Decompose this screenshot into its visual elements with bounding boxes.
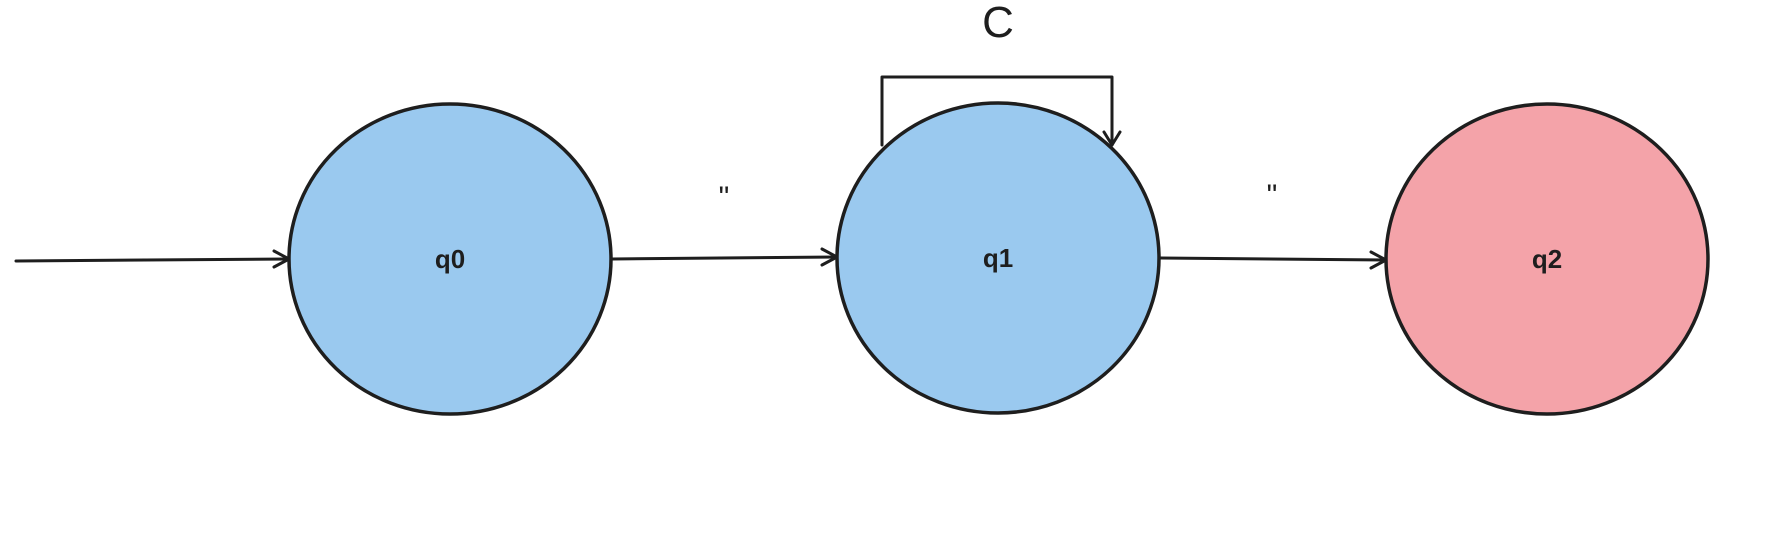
self-loop-arrowhead — [1102, 130, 1122, 147]
transition-q1-q2-line — [1158, 256, 1388, 262]
transition-q0-q1-label: " — [719, 181, 730, 214]
transition-q0-q1: " — [610, 181, 839, 267]
transition-q1-self-loop: C — [880, 0, 1122, 147]
self-loop-line — [880, 75, 1114, 147]
self-loop-label: C — [982, 0, 1014, 47]
state-q1: q1 — [835, 101, 1161, 415]
state-q1-label: q1 — [983, 243, 1013, 273]
transition-q1-q2: " — [1158, 179, 1388, 270]
state-q0-circle — [287, 102, 613, 416]
state-q1-circle — [835, 101, 1161, 415]
transition-q1-q2-label: " — [1267, 179, 1278, 212]
state-q2: q2 — [1384, 102, 1710, 416]
start-transition — [14, 249, 291, 269]
state-q2-circle — [1384, 102, 1710, 416]
state-q2-label: q2 — [1532, 244, 1562, 274]
start-arrow-line — [14, 257, 291, 263]
state-q0: q0 — [287, 102, 613, 416]
transition-q0-q1-line — [610, 255, 839, 261]
state-q0-label: q0 — [435, 244, 465, 274]
